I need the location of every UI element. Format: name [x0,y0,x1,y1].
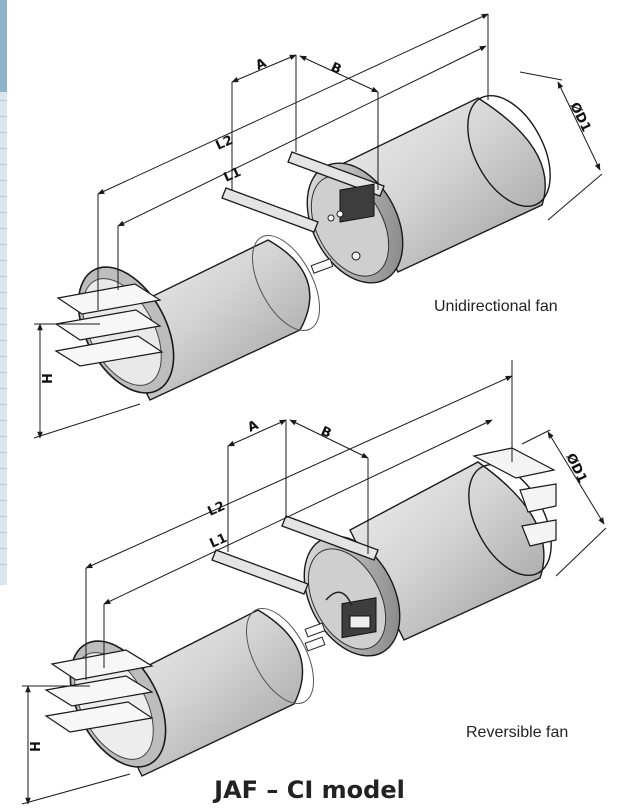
edge-strip-tick [0,468,7,469]
edge-strip-tick [0,324,7,325]
dim-label-d1: ØD1 [562,451,589,485]
dim-label-d1: ØD1 [566,100,593,134]
dim-label-a: A [246,418,261,436]
edge-strip-tick [0,212,7,213]
unidirectional-fan-drawing: L2 L1 A B ØD1 H [33,13,603,439]
edge-strip-tick [0,452,7,453]
edge-strip-tick [0,260,7,261]
junction-box [341,597,377,639]
edge-strip-tick [0,292,7,293]
page-title: JAF – CI model [214,776,405,804]
edge-strip-tick [0,356,7,357]
edge-strip-tick [0,500,7,501]
dim-label-h: H [41,373,56,384]
rating-plate [310,258,334,274]
dimension-lines [21,360,607,805]
inlet-grille [44,649,154,733]
edge-strip-tab [0,0,7,92]
caption-unidirectional: Unidirectional fan [434,298,558,315]
edge-strip-tick [0,244,7,245]
dim-label-l1: L1 [222,165,244,186]
edge-strip-tick [0,276,7,277]
edge-strip-tick [0,484,7,485]
dim-label-l2: L2 [206,499,228,520]
edge-strip-tick [0,132,7,133]
caption-reversible: Reversible fan [466,724,569,741]
edge-strip-tick [0,196,7,197]
edge-strip-tick [0,548,7,549]
reversible-fan-drawing: L2 L1 A B ØD1 H [21,360,607,805]
edge-strip-tick [0,116,7,117]
edge-strip-tick [0,308,7,309]
inlet-grille [54,283,164,367]
dim-label-a: A [254,56,269,74]
dimension-lines [33,13,603,439]
dim-label-h: H [29,741,44,752]
edge-strip-tick [0,420,7,421]
edge-strip-tick [0,180,7,181]
edge-strip-tick [0,100,7,101]
dim-label-l2: L2 [214,133,236,154]
dim-label-b: B [318,424,333,442]
edge-strip-tick [0,516,7,517]
edge-strip-tick [0,564,7,565]
dim-label-l1: L1 [208,531,230,552]
edge-strip-tick [0,436,7,437]
edge-strip-tick [0,148,7,149]
edge-strip-tick [0,532,7,533]
edge-strip-tick [0,404,7,405]
rating-plate [304,622,326,638]
edge-strip-tick [0,372,7,373]
edge-strip-tick [0,228,7,229]
edge-strip-tick [0,164,7,165]
left-edge-strip [0,0,7,585]
edge-strip-tick [0,340,7,341]
edge-strip-tick [0,388,7,389]
